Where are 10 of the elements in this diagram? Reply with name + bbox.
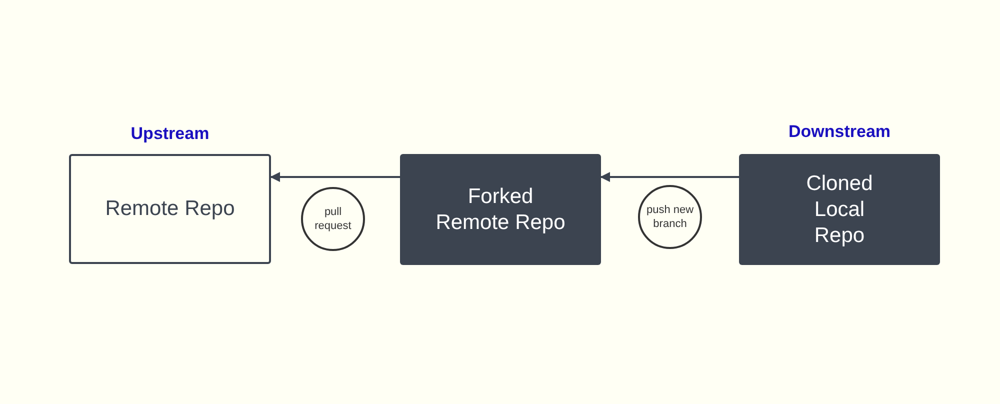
repo-box [400, 154, 601, 265]
label-circle: pull request [301, 187, 365, 251]
box-label: Forked Remote Repo [434, 184, 566, 236]
box-heading: Downstream [787, 121, 892, 143]
label-circle: push new branch [638, 185, 702, 249]
box-label: Remote Repo [104, 196, 236, 222]
arrow [600, 172, 739, 182]
box-label: Cloned Local Repo [805, 170, 874, 248]
arrow [270, 172, 400, 182]
box-heading: Upstream [130, 123, 210, 145]
